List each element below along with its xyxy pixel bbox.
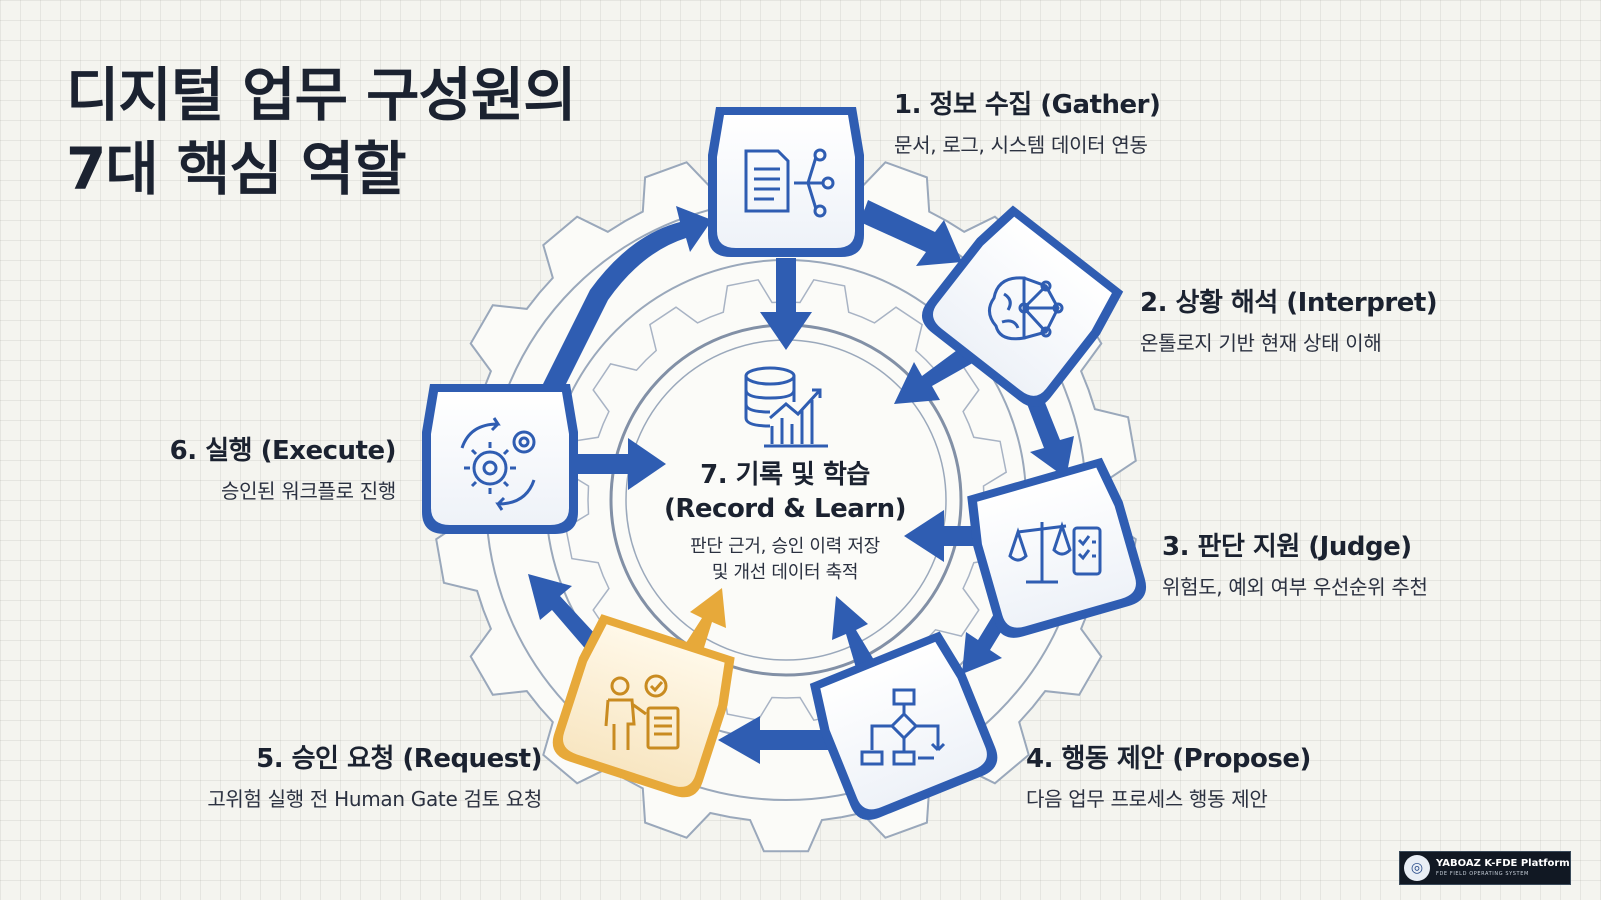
role-desc: 고위험 실행 전 Human Gate 검토 요청 [207, 787, 542, 811]
document-network-icon [744, 148, 835, 218]
page-title: 디지털 업무 구성원의 7대 핵심 역할 [66, 58, 626, 206]
badge-subtitle: FDE FIELD OPERATING SYSTEM [1436, 871, 1529, 877]
shield-judge [967, 457, 1147, 638]
arrow-6-to-1 [540, 206, 712, 396]
arrow-gather-to-center [760, 258, 812, 350]
cycle-arrows [528, 200, 1074, 764]
inward-arrows [570, 258, 990, 668]
role-label-request: 5. 승인 요청 (Request) 고위험 실행 전 Human Gate 검… [207, 738, 542, 812]
person-approval-icon [604, 674, 680, 750]
role-heading: 3. 판단 지원 (Judge) [1162, 532, 1412, 562]
role-label-execute: 6. 실행 (Execute) 승인된 워크플로 진행 [169, 430, 397, 504]
brain-network-icon [988, 276, 1064, 341]
arrow-propose-to-center [832, 596, 874, 668]
title-line-1: 디지털 업무 구성원의 [66, 61, 577, 129]
arrow-1-to-2 [860, 200, 962, 266]
arrow-2-to-3 [1024, 390, 1074, 478]
center-label-record: 7. 기록 및 학습 (Record & Learn) 판단 근거, 승인 이력… [660, 458, 910, 586]
arrow-execute-to-center [570, 438, 666, 490]
shield-gather [708, 107, 864, 257]
center-heading-1: 7. 기록 및 학습 [700, 460, 870, 490]
role-label-interpret: 2. 상황 해석 (Interpret) 온톨로지 기반 현재 상태 이해 [1140, 282, 1438, 356]
role-heading: 4. 행동 제안 (Propose) [1026, 744, 1311, 774]
title-line-2: 7대 핵심 역할 [66, 135, 407, 203]
role-heading: 5. 승인 요청 (Request) [256, 744, 542, 774]
arrow-5-to-6 [528, 574, 608, 660]
role-label-propose: 4. 행동 제안 (Propose) 다음 업무 프로세스 행동 제안 [1026, 738, 1311, 812]
role-desc: 온톨로지 기반 현재 상태 이해 [1140, 331, 1382, 355]
arrow-request-to-center [684, 588, 726, 654]
gears-cycle-icon [460, 417, 536, 511]
platform-badge: ◎ YABOAZ K-FDE Platform FDE FIELD OPERAT… [1399, 851, 1571, 885]
role-desc: 문서, 로그, 시스템 데이터 연동 [894, 133, 1148, 157]
scale-checklist-icon [1008, 521, 1102, 584]
shield-propose [809, 631, 998, 820]
flowchart-icon [860, 688, 946, 766]
role-desc: 다음 업무 프로세스 행동 제안 [1026, 787, 1268, 811]
arrow-judge-to-center [904, 510, 990, 562]
arrow-interpret-to-center [894, 342, 978, 404]
database-chart-icon [744, 366, 828, 448]
role-label-gather: 1. 정보 수집 (Gather) 문서, 로그, 시스템 데이터 연동 [894, 84, 1161, 158]
role-label-judge: 3. 판단 지원 (Judge) 위험도, 예외 여부 우선순위 추천 [1162, 526, 1428, 600]
platform-logo-icon: ◎ [1404, 855, 1430, 881]
role-heading: 2. 상황 해석 (Interpret) [1140, 288, 1438, 318]
arrow-4-to-5 [718, 716, 830, 764]
role-desc: 승인된 워크플로 진행 [220, 479, 396, 503]
center-desc-1: 판단 근거, 승인 이력 저장 [690, 536, 880, 557]
role-shields [422, 107, 1147, 820]
role-heading: 6. 실행 (Execute) [169, 436, 397, 466]
shield-request [552, 614, 735, 798]
badge-title: YABOAZ K-FDE Platform [1436, 858, 1570, 869]
shield-execute [422, 384, 578, 534]
center-heading-2: (Record & Learn) [664, 494, 906, 524]
role-heading: 1. 정보 수집 (Gather) [894, 90, 1161, 120]
center-desc-2: 및 개선 데이터 축적 [711, 562, 859, 583]
role-desc: 위험도, 예외 여부 우선순위 추천 [1162, 575, 1428, 599]
